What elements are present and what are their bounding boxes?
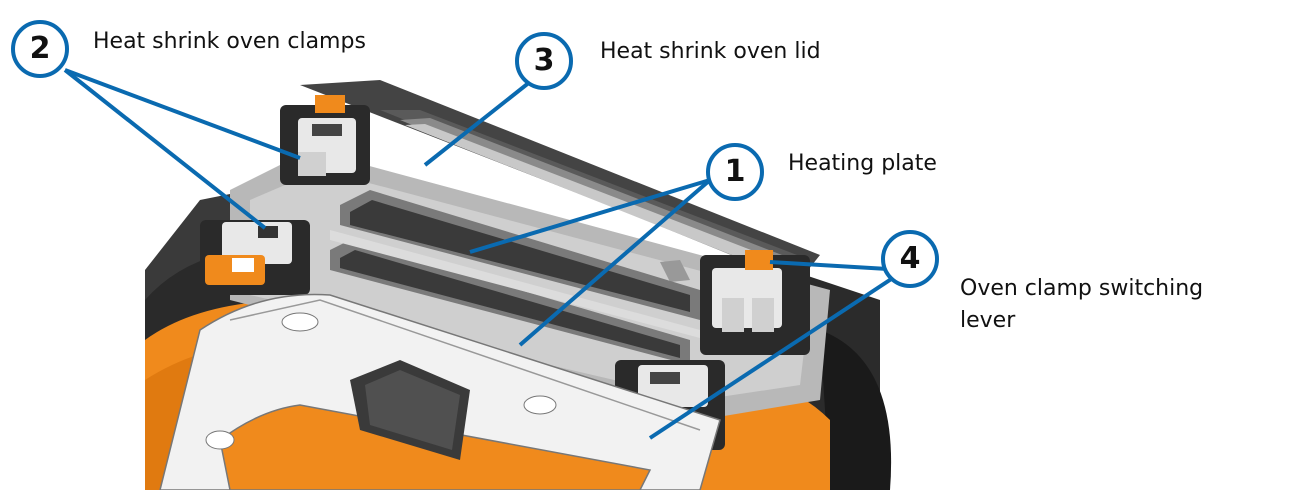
callout-number-1: 1 [706,143,764,201]
callout-number-3: 3 [515,32,573,90]
callout-number-2: 2 [11,20,69,78]
oven-lid [400,118,800,282]
label-oven-clamp-switching-line2: lever [960,308,1016,333]
callout-number-4: 4 [881,230,939,288]
label-heat-shrink-oven-clamps: Heat shrink oven clamps [93,29,366,54]
label-heating-plate: Heating plate [788,151,937,176]
callout-lines [63,68,907,440]
front-cover [159,293,721,490]
label-oven-clamp-switching-line1: Oven clamp switching [960,276,1204,301]
label-heat-shrink-oven-lid: Heat shrink oven lid [600,39,821,64]
left-clamps [200,95,370,295]
heating-plates [330,190,700,365]
